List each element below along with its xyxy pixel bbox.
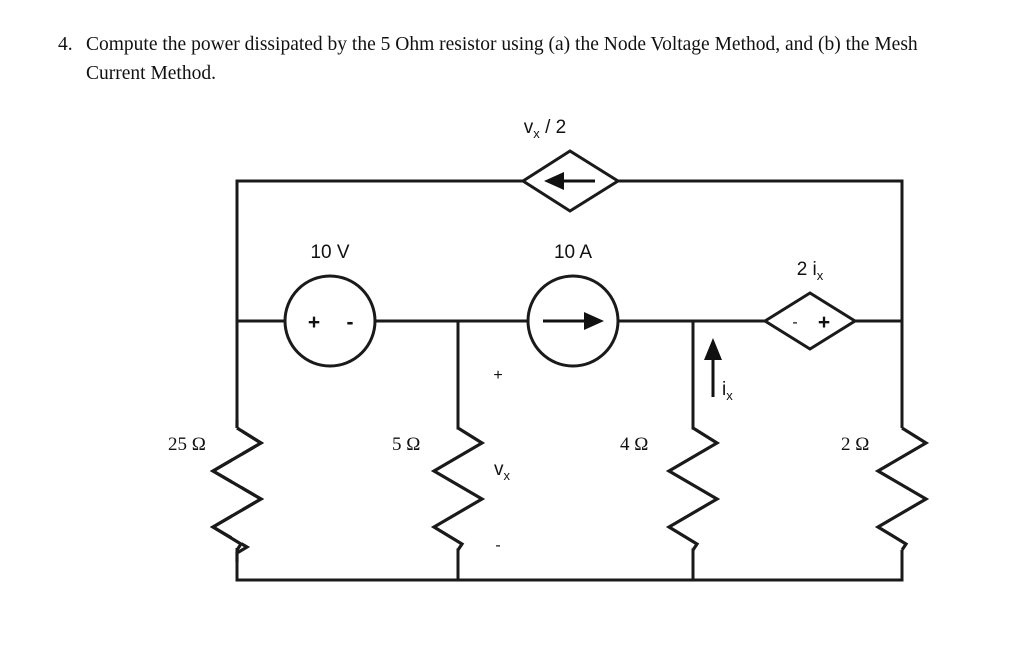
arrow-head-up-icon [704,338,722,360]
mask-right-rail [897,428,907,550]
label-ix-main: i [722,379,726,400]
resistor-5-ohm-zigzag [430,426,486,551]
mask-left-rail [232,428,242,548]
question-block: 4. Compute the power dissipated by the 5… [58,30,938,88]
resistor-4-ohm-zigzag [665,426,721,551]
resistor-2-ohm-zigzag [874,426,930,551]
label-vx-main: v [524,117,534,138]
current-ix-arrow: ix [704,338,733,403]
svg-text:vx: vx [494,459,511,483]
question-text: Compute the power dissipated by the 5 Oh… [86,34,918,84]
label-vx-sub: x [533,126,540,141]
arrow-head-right-icon [584,312,604,330]
label-2ix-main: 2 i [797,259,817,280]
vx-annotation-sub: x [504,468,511,483]
question-number: 4. [58,34,73,55]
diamond-outline-right [762,291,858,351]
current-source-label: 10 A [554,242,592,263]
arrow-head-left-icon [544,172,564,190]
resistor-4-ohm-label: 4 Ω [620,434,648,455]
svg-text:vx / 2: vx / 2 [524,117,566,141]
dependent-source-minus-sign: - [792,314,797,331]
voltage-source-plus-sign: + [308,311,320,334]
label-2ix-sub: x [817,268,824,283]
label-vx-over-2: vx / 2 [524,117,566,141]
voltage-source-minus-sign: - [347,311,354,334]
label-ix-sub: x [726,388,733,403]
dependent-source-plus-sign: + [818,311,830,334]
resistor-25-ohm-label: 25 Ω [168,434,206,455]
resistor-5-ohm-label: 5 Ω [392,434,420,455]
resistor-2-ohm-label: 2 Ω [841,434,869,455]
label-2ix: 2 ix [797,259,824,283]
current-source-10a [526,274,620,368]
svg-text:2 ix: 2 ix [797,259,824,283]
voltage-source-label: 10 V [310,242,349,263]
circuit-diagram: vx / 2 + - 10 V 10 A - + [0,110,1024,630]
label-vx-tail: / 2 [540,117,566,138]
resistor-25-ohm-body [209,426,265,551]
voltage-source-10v: + - [283,274,377,368]
dependent-voltage-source-2ix: - + [762,291,858,351]
svg-text:ix: ix [722,379,733,403]
dependent-current-source-vx-over-2 [520,149,621,213]
vx-plus-sign: + [493,367,502,384]
vx-annotation-main: v [494,459,504,480]
vx-minus-sign: - [495,537,500,554]
circle-outline-voltage-source [283,274,377,368]
